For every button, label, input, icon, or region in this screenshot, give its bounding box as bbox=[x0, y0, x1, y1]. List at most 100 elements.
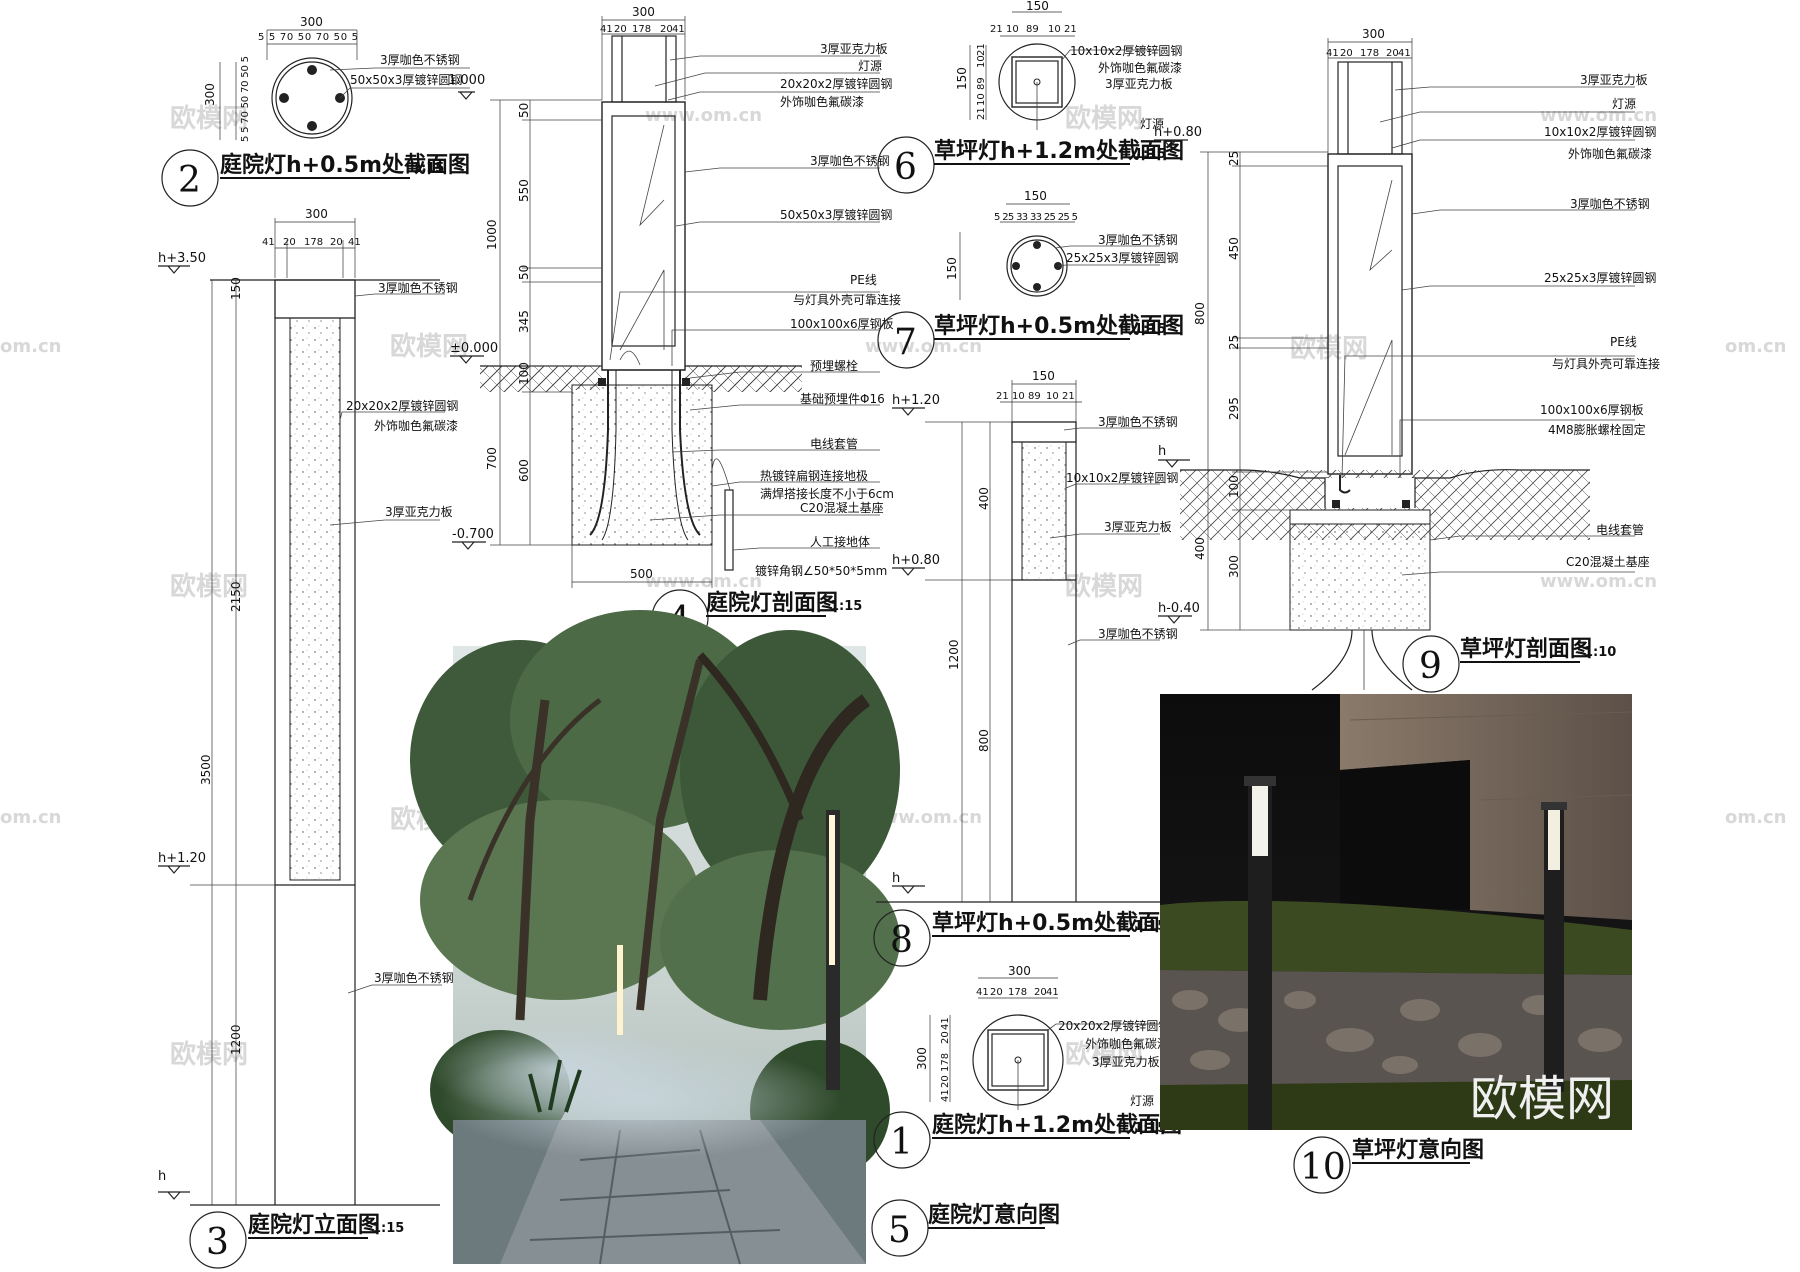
dim-text: 1200 bbox=[947, 639, 961, 670]
detail-scale: 1:15 bbox=[830, 599, 862, 614]
detail-scale: 1:10 bbox=[1584, 645, 1616, 660]
elevation: h+0.80 bbox=[892, 553, 940, 568]
elevation: h+1.20 bbox=[892, 393, 940, 408]
label: C20混凝土基座 bbox=[800, 500, 884, 515]
label: 20x20x2厚镀锌圆钢 bbox=[780, 77, 892, 91]
detail-8-elevation: 150 21 10 89 10 21 h+1.20 400 1200 800 h… bbox=[873, 369, 1182, 967]
label: 50x50x3厚镀锌圆钢 bbox=[350, 73, 462, 87]
label: 3厚亚克力板 bbox=[1092, 1055, 1160, 1069]
label: 满焊搭接长度不小于6cm bbox=[760, 486, 894, 501]
dim-text: 10 bbox=[1046, 391, 1059, 402]
watermark-url: om.cn bbox=[1725, 336, 1786, 357]
watermark-text: 欧模网 bbox=[1065, 1039, 1143, 1070]
detail-7-section: 150 5 25 33 33 25 25 5 150 3厚咖色不锈钢 25x25… bbox=[877, 189, 1184, 369]
dim-text: 5 25 33 33 25 25 5 bbox=[994, 212, 1078, 223]
dim-text: 41 bbox=[672, 24, 685, 35]
dim-text: 178 bbox=[940, 1053, 951, 1072]
dim-text: 300 bbox=[300, 15, 323, 29]
watermark-text: 欧模网 bbox=[170, 103, 248, 134]
dim-text: 150 bbox=[945, 257, 959, 280]
label: C20混凝土基座 bbox=[1566, 554, 1650, 569]
dim-text: 21 bbox=[976, 43, 987, 56]
elevation: h bbox=[158, 1169, 166, 1184]
dim-text: 50 bbox=[517, 265, 531, 280]
label: 25x25x3厚镀锌圆钢 bbox=[1544, 271, 1656, 285]
elevation: h bbox=[892, 871, 900, 886]
elevation: h+3.50 bbox=[158, 251, 206, 266]
detail-9-section: 300 41 20 178 20 41 800 25 450 bbox=[1154, 27, 1660, 693]
label: PE线 bbox=[850, 273, 877, 287]
detail-title: 草坪灯意向图 bbox=[1352, 1137, 1484, 1163]
label: 25x25x3厚镀锌圆钢 bbox=[1066, 251, 1178, 265]
detail-number: 8 bbox=[890, 920, 913, 961]
dim-text: 100 bbox=[517, 362, 531, 385]
label: 3厚亚克力板 bbox=[1580, 73, 1648, 87]
label: 10x10x2厚镀锌圆钢 bbox=[1070, 44, 1182, 58]
label: 10x10x2厚镀锌圆钢 bbox=[1544, 125, 1656, 139]
elevation: -0.700 bbox=[452, 527, 494, 542]
photo-lawn-light: 欧模网 bbox=[1160, 694, 1633, 1130]
dim-text: 178 bbox=[632, 24, 651, 35]
watermark-text: 欧模网 bbox=[390, 331, 468, 362]
label: 4M8膨胀螺栓固定 bbox=[1548, 422, 1646, 437]
watermark-url: www.om.cn bbox=[1540, 571, 1657, 592]
label: 3厚咖色不锈钢 bbox=[1098, 626, 1178, 641]
watermark-url: www.om.cn bbox=[1540, 105, 1657, 126]
detail-scale: 1:15 bbox=[372, 1221, 404, 1236]
dim-text: 41 bbox=[600, 24, 613, 35]
dim-text: 41 bbox=[1398, 48, 1411, 59]
dim-text: 100 bbox=[1227, 475, 1241, 498]
detail-number: 2 bbox=[178, 160, 201, 201]
dim-text: 150 bbox=[1032, 369, 1055, 383]
dim-text: 20 bbox=[990, 987, 1003, 998]
dim-text: 41 bbox=[348, 237, 361, 248]
dim-text: 300 bbox=[203, 83, 217, 106]
dim-text: 21 bbox=[996, 391, 1009, 402]
label: 20x20x2厚镀锌圆钢 bbox=[1058, 1019, 1170, 1033]
label: 基础预埋件Φ16 bbox=[800, 392, 885, 406]
dim-text: 10 bbox=[976, 55, 987, 68]
watermark-text: 欧模网 bbox=[170, 571, 248, 602]
dim-text: 89 bbox=[1026, 24, 1039, 35]
dim-text: 20 bbox=[1340, 48, 1353, 59]
label: 3厚咖色不锈钢 bbox=[374, 970, 454, 985]
dim-text: 150 bbox=[1026, 0, 1049, 13]
label: 外饰咖色氟碳漆 bbox=[1085, 1036, 1169, 1051]
label: 热镀锌扁钢连接地极 bbox=[760, 468, 868, 483]
dim-text: 400 bbox=[1193, 537, 1207, 560]
dim-text: 25 bbox=[1227, 335, 1241, 350]
dim-text: 20 bbox=[330, 237, 343, 248]
detail-number: 3 bbox=[206, 1222, 229, 1263]
label: 3厚亚克力板 bbox=[1104, 520, 1172, 534]
dim-text: 5 5 70 50 70 50 5 bbox=[240, 56, 251, 142]
label: 电线套管 bbox=[810, 436, 858, 451]
detail-1-section: 300 41 20 178 20 41 300 41 20 178 20 41 … bbox=[873, 964, 1182, 1169]
dim-text: 150 bbox=[1024, 189, 1047, 203]
dim-text: 300 bbox=[915, 1047, 929, 1070]
detail-3-elevation: 300 41 20 178 20 41 h+3.50 150 2150 1200… bbox=[158, 207, 458, 1269]
detail-2-section: 300 5 5 70 50 70 50 5 300 5 5 70 50 70 5… bbox=[161, 15, 485, 207]
label: 电线套管 bbox=[1596, 522, 1644, 537]
detail-number: 5 bbox=[888, 1210, 911, 1251]
label: 3厚咖色不锈钢 bbox=[380, 52, 460, 67]
dim-text: 89 bbox=[1028, 391, 1041, 402]
dim-text: 21 bbox=[1064, 24, 1077, 35]
dim-text: 20 bbox=[614, 24, 627, 35]
watermark-text: 欧模网 bbox=[1065, 103, 1143, 134]
detail-number: 7 bbox=[894, 322, 917, 363]
label: 3厚亚克力板 bbox=[820, 42, 888, 56]
watermark-text: 欧模网 bbox=[170, 1039, 248, 1070]
label: 与灯具外壳可靠连接 bbox=[793, 292, 901, 307]
label: 人工接地体 bbox=[810, 534, 870, 549]
dim-text: 295 bbox=[1227, 397, 1241, 420]
elevation: h+1.20 bbox=[158, 851, 206, 866]
watermark-url: www.om.cn bbox=[645, 105, 762, 126]
dim-text: 41 bbox=[1326, 48, 1339, 59]
dim-text: 178 bbox=[1360, 48, 1379, 59]
label: 外饰咖色氟碳漆 bbox=[1098, 60, 1182, 75]
detail-10-title: 10 草坪灯意向图 bbox=[1293, 1136, 1484, 1194]
elevation: h-0.40 bbox=[1158, 601, 1200, 616]
dim-text: 41 bbox=[1046, 987, 1059, 998]
label: 3厚咖色不锈钢 bbox=[1098, 414, 1178, 429]
